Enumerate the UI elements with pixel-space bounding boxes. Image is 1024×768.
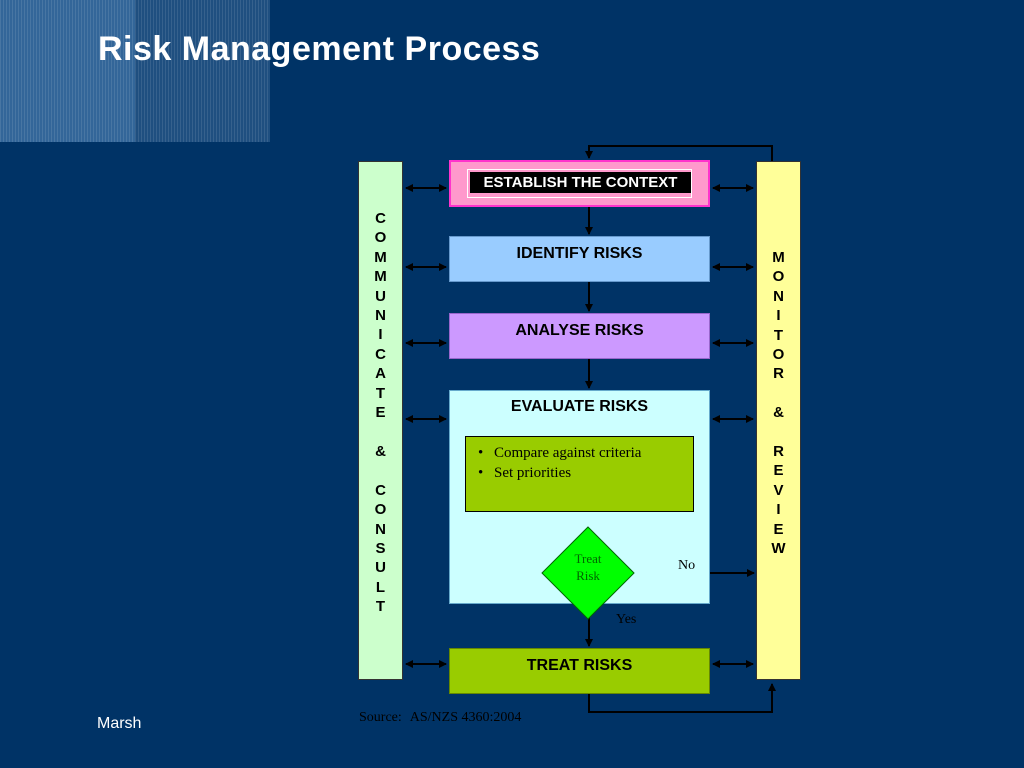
- slide-title: Risk Management Process: [98, 30, 541, 68]
- evaluate-criteria-box: • Compare against criteria • Set prioritie…: [465, 436, 694, 512]
- yes-label: Yes: [616, 612, 637, 627]
- analyse-risks-box: ANALYSE RISKS: [449, 313, 710, 359]
- analyse-risks-label: ANALYSE RISKS: [515, 322, 644, 339]
- corner-decoration: [0, 0, 270, 142]
- bullet-icon: •: [478, 445, 484, 461]
- criteria-item-label: Compare against criteria: [494, 445, 642, 461]
- monitor-review-label: M O N I T O R & R E V I E W: [771, 249, 786, 558]
- source-value: AS/NZS 4360:2004: [409, 710, 522, 725]
- arrow-treat-monitor: [588, 683, 776, 713]
- establish-context-box: ESTABLISH THE CONTEXT: [449, 160, 710, 207]
- decision-label: Treat Risk: [566, 550, 610, 584]
- arrow-monitor-establish: [585, 145, 773, 161]
- establish-context-label: ESTABLISH THE CONTEXT: [470, 172, 691, 193]
- evaluate-risks-label: EVALUATE RISKS: [510, 398, 649, 415]
- identify-risks-box: IDENTIFY RISKS: [449, 236, 710, 282]
- decision-label-line2: Risk: [576, 568, 600, 583]
- treat-risks-label: TREAT RISKS: [526, 657, 633, 674]
- decision-label-line1: Treat: [574, 551, 602, 566]
- criteria-item: • Compare against criteria: [478, 445, 693, 462]
- source-label: Source:: [359, 710, 402, 725]
- bullet-icon: •: [478, 465, 484, 481]
- establish-context-frame: [467, 169, 692, 198]
- footer-brand: Marsh: [97, 715, 142, 732]
- monitor-review-bar: M O N I T O R & R E V I E W: [756, 161, 801, 680]
- source-citation: Source: AS/NZS 4360:2004: [359, 710, 521, 726]
- criteria-item-label: Set priorities: [494, 465, 572, 481]
- communicate-consult-label: C O M M U N I C A T E & C O N S U L T: [374, 210, 387, 616]
- identify-risks-label: IDENTIFY RISKS: [516, 245, 643, 262]
- no-label: No: [678, 558, 696, 573]
- communicate-consult-bar: C O M M U N I C A T E & C O N S U L T: [358, 161, 403, 680]
- treat-risks-box: TREAT RISKS: [449, 648, 710, 694]
- criteria-item: • Set priorities: [478, 465, 693, 482]
